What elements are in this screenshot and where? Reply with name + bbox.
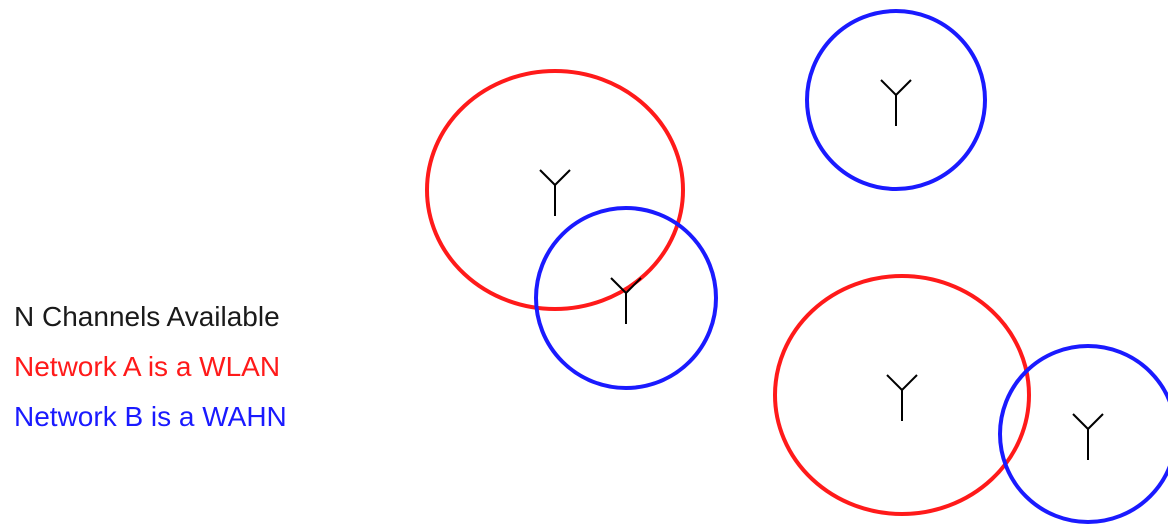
antenna-icon <box>886 374 918 421</box>
network-b-coverage-area <box>998 344 1168 524</box>
network-a-legend-label: Network A is a WLAN <box>14 351 281 382</box>
network-b-coverage-area <box>534 206 718 390</box>
antenna-icon <box>539 169 571 216</box>
network-a-coverage-area <box>773 274 1031 516</box>
antenna-icon <box>610 277 642 324</box>
channels-available-label: N Channels Available <box>14 301 280 332</box>
network-b-coverage-area <box>805 9 987 191</box>
network-a-coverage-area <box>425 69 685 311</box>
legend: N Channels Available Network A is a WLAN… <box>14 292 287 442</box>
network-b-node-3 <box>998 344 1168 524</box>
network-b-node-1 <box>534 206 718 390</box>
network-a-node-2 <box>773 274 1031 516</box>
antenna-icon <box>880 79 912 126</box>
network-b-node-2 <box>805 9 987 191</box>
network-b-legend-label: Network B is a WAHN <box>14 401 287 432</box>
network-a-node-1 <box>425 69 685 311</box>
antenna-icon <box>1072 413 1104 460</box>
